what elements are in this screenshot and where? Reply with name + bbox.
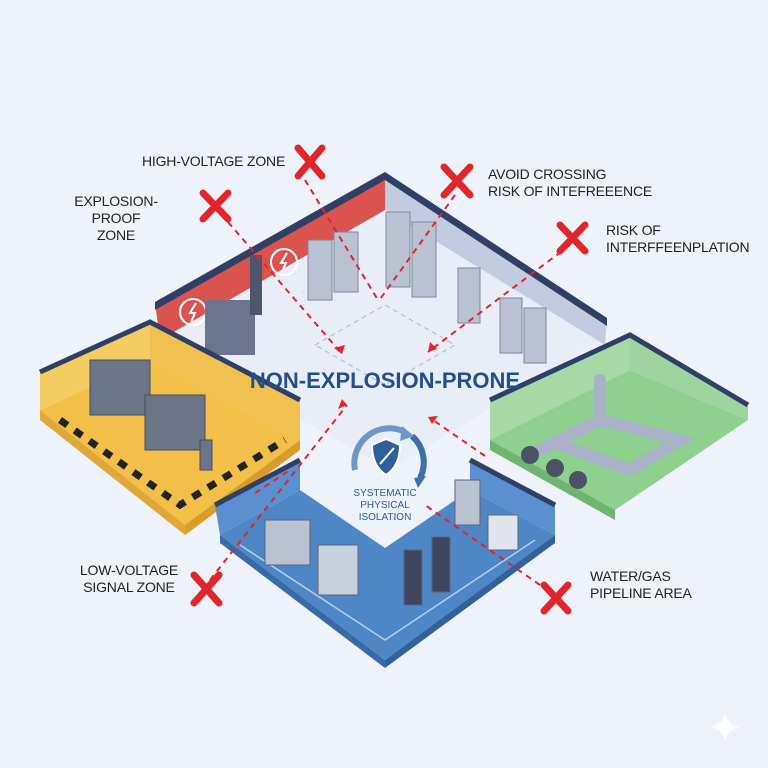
- label-line: SIGNAL ZONE: [83, 579, 175, 595]
- label-explosion-proof-zone: EXPLOSION-PROOF ZONE: [50, 193, 182, 244]
- label-line: RISK OF: [606, 222, 661, 238]
- control-cabinets: [307, 211, 547, 364]
- label-line: AVOID CROSSING: [488, 166, 607, 182]
- transformer-equipment: [205, 255, 262, 355]
- label-low-voltage-signal-zone: LOW-VOLTAGE SIGNAL ZONE: [78, 562, 180, 596]
- caption-line: ISOLATION: [358, 512, 412, 523]
- label-line: INTERFFEENPLATION: [606, 239, 750, 255]
- label-line: ZONE: [96, 227, 136, 243]
- signal-cabinets: [264, 479, 519, 606]
- label-high-voltage-zone: HIGH-VOLTAGE ZONE: [142, 153, 285, 170]
- caption-line: SYSTEMATIC: [353, 488, 417, 499]
- isolation-caption: SYSTEMATIC PHYSICAL ISOLATION: [335, 488, 435, 524]
- shield-icon: [351, 425, 427, 488]
- label-line: PIPELINE AREA: [590, 585, 692, 601]
- arrowheads: [334, 342, 438, 424]
- center-title: NON-EXPLOSION-PRONE: [249, 368, 521, 393]
- label-line: RISK OF INTEFREEENCE: [488, 183, 653, 199]
- label-line: WATER/GAS: [590, 568, 671, 584]
- dashed-arrows: [209, 179, 571, 586]
- label-risk-of-interference: RISK OF INTERFFEENPLATION: [606, 222, 750, 256]
- sparkle-icon: [710, 712, 740, 742]
- explosion-proof-room: [38, 319, 302, 535]
- caption-line: PHYSICAL: [360, 500, 410, 511]
- label-line: HIGH-VOLTAGE ZONE: [142, 153, 286, 169]
- explosion-proof-tanks: [89, 359, 213, 471]
- x-mark-icons: [190, 144, 589, 615]
- pumps: [521, 446, 587, 489]
- label-line: LOW-VOLTAGE: [79, 562, 179, 578]
- low-voltage-signal-room: [213, 457, 557, 668]
- label-water-gas-pipeline-area: WATER/GAS PIPELINE AREA: [590, 568, 692, 602]
- label-line: EXPLOSION-PROOF: [74, 193, 158, 226]
- pipeline: [534, 374, 696, 477]
- water-gas-pipeline-room: [488, 332, 750, 520]
- label-avoid-crossing: AVOID CROSSING RISK OF INTEFREEENCE: [488, 166, 652, 200]
